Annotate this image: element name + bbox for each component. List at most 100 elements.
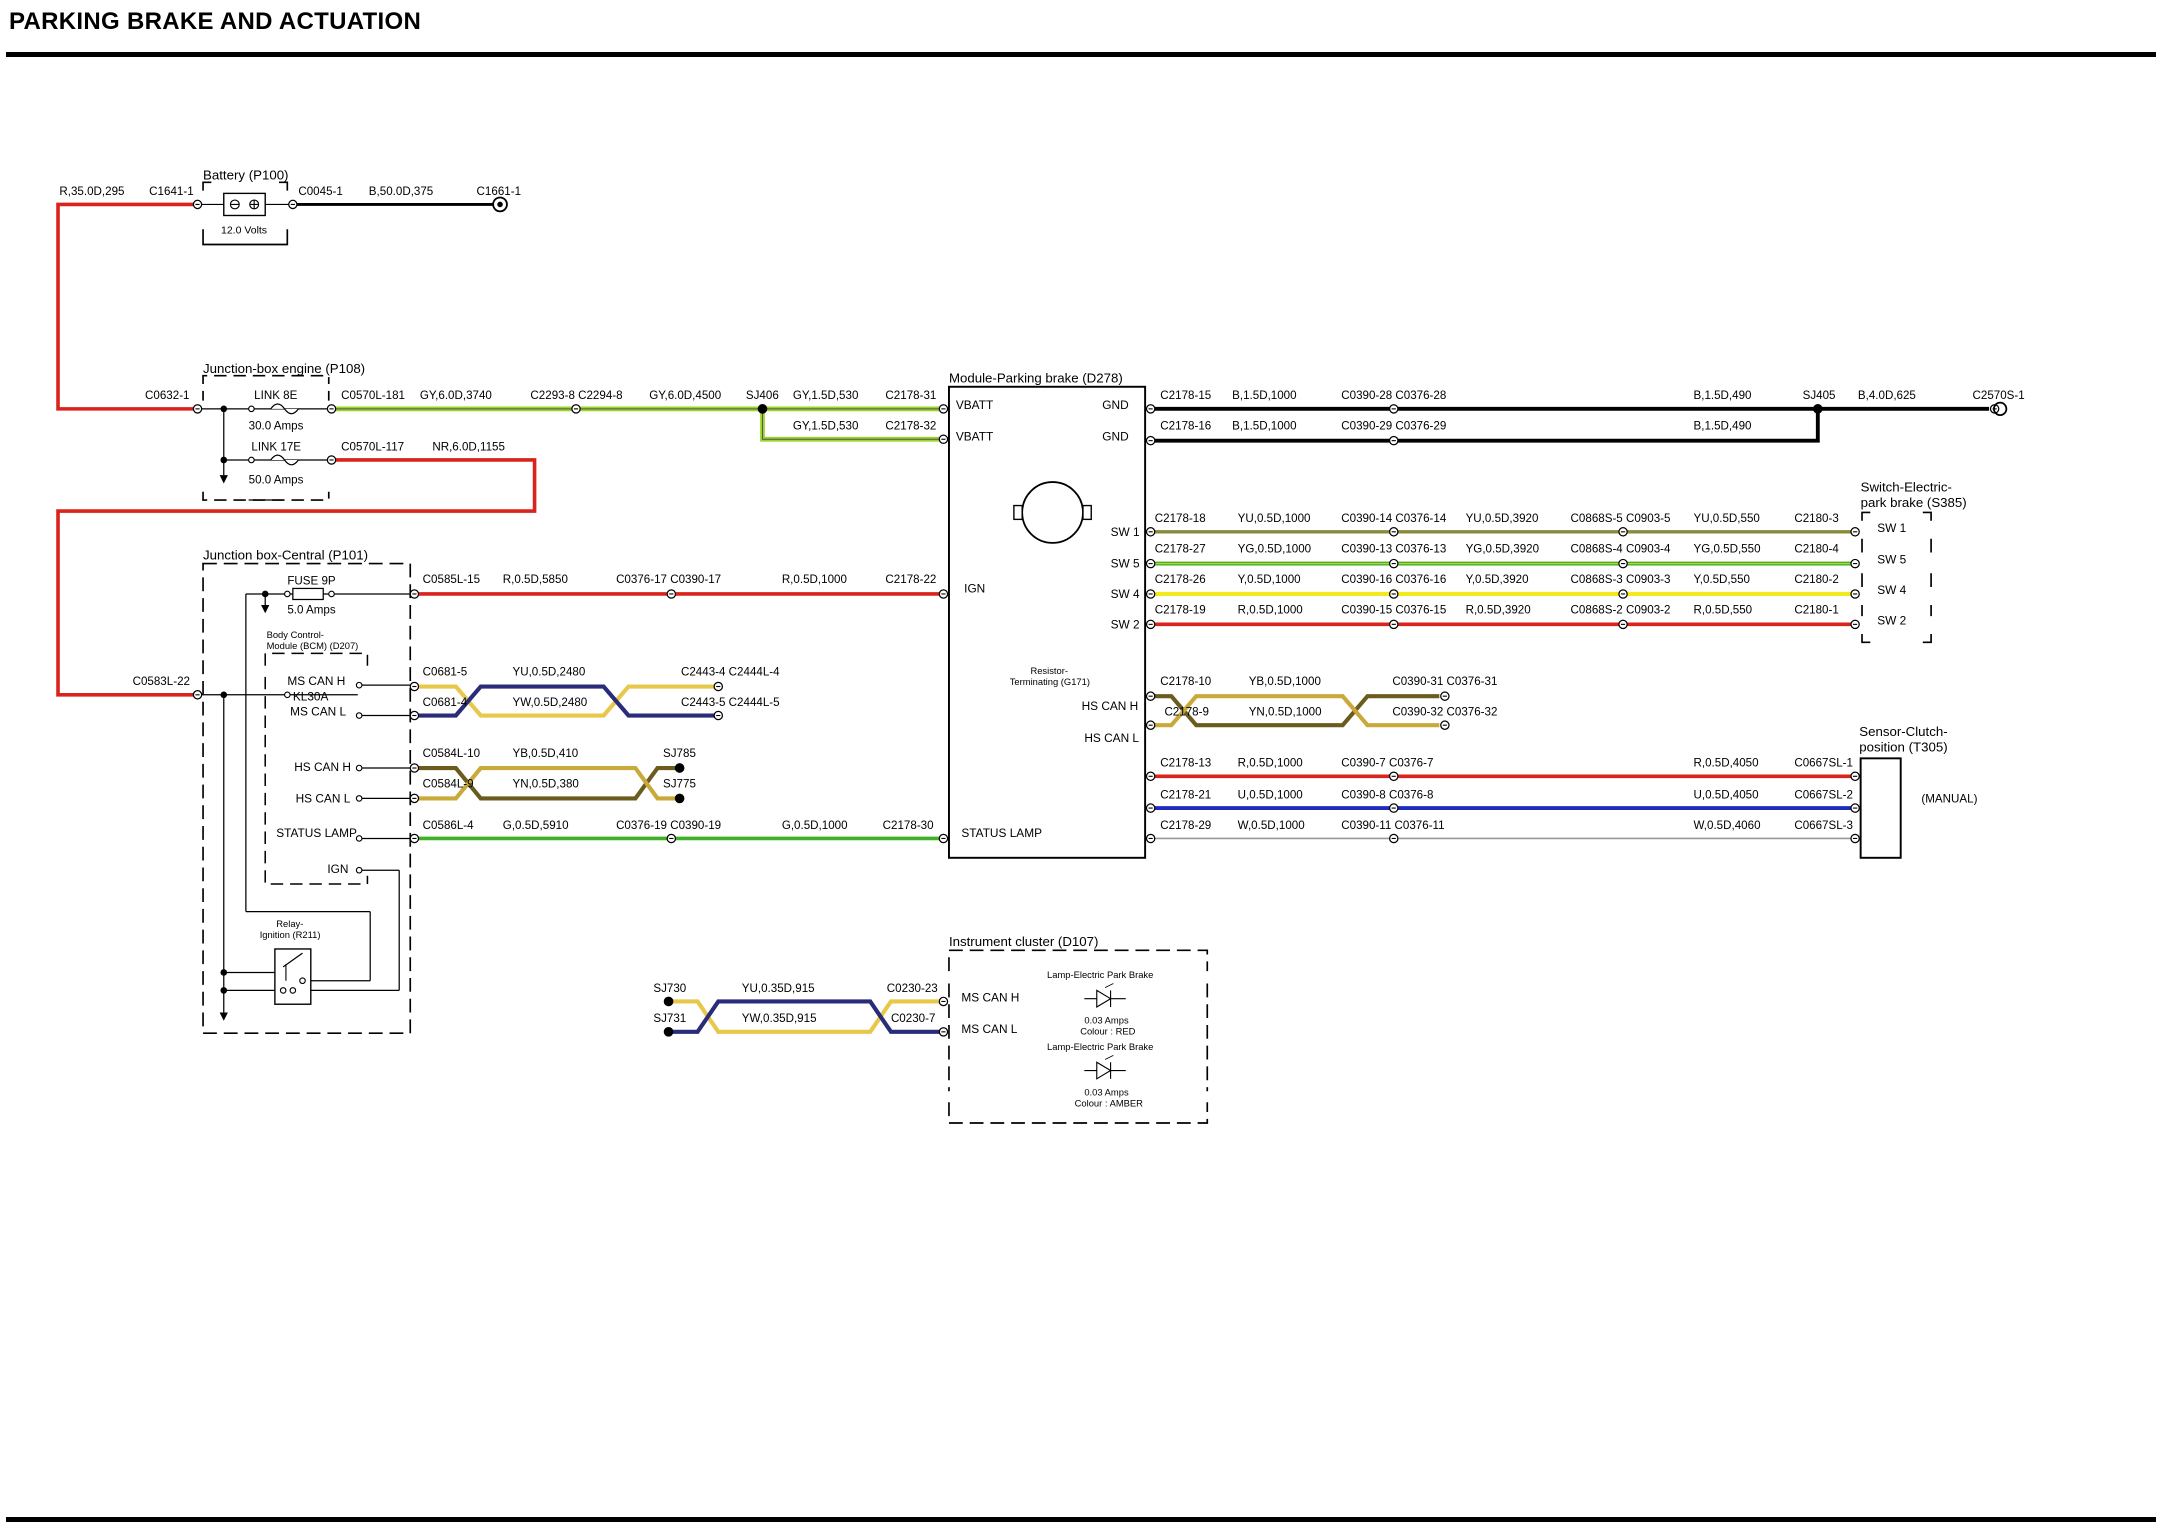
label-sj775: SJ775	[663, 777, 696, 790]
relay-ignition: Relay- Ignition (R211)	[260, 918, 320, 1005]
label-c2180-1: C2180-1	[1794, 603, 1838, 616]
wire-ms-can-twisted	[414, 684, 719, 718]
label-c0390-8: C0390-8 C0376-8	[1341, 788, 1433, 801]
module-pin-vbatt-2: VBATT	[956, 430, 993, 444]
label-c2178-32: C2178-32	[885, 420, 936, 433]
label-sj730: SJ730	[653, 982, 686, 995]
wire-cluster-can-twisted	[668, 999, 944, 1034]
title-rule	[6, 52, 2156, 57]
label-r05-1000c: R,0.5D,1000	[1238, 757, 1303, 770]
module-pin-gnd-1: GND	[1102, 398, 1128, 412]
lamp2-amps: 0.03 Amps	[1084, 1086, 1129, 1097]
label-c2178-18: C2178-18	[1155, 512, 1206, 525]
label-yu035-915: YU,0.35D,915	[742, 982, 815, 995]
page-title: PARKING BRAKE AND ACTUATION	[9, 8, 422, 35]
fuse-label: FUSE 9P	[287, 574, 336, 587]
label-c0667-2: C0667SL-2	[1794, 788, 1853, 801]
label-c2178-19: C2178-19	[1155, 603, 1206, 616]
label-c2443-5: C2443-5 C2444L-5	[681, 696, 780, 709]
label-c2180-2: C2180-2	[1794, 573, 1838, 586]
module-pin-status-lamp: STATUS LAMP	[961, 826, 1042, 840]
label-gy15-530a: GY,1.5D,530	[793, 389, 859, 402]
label-c0868-3: C0868S-3 C0903-3	[1571, 573, 1671, 586]
label-c0681-4: C0681-4	[423, 696, 468, 709]
label-c0390-14: C0390-14 C0376-14	[1341, 512, 1447, 525]
label-c2180-4: C2180-4	[1794, 543, 1839, 556]
label-c0632: C0632-1	[145, 389, 189, 402]
wire-gnd-2	[1150, 408, 1820, 443]
switch-pin-sw1: SW 1	[1877, 521, 1906, 535]
label-c0045: C0045-1	[298, 185, 342, 198]
cluster-name: Instrument cluster (D107)	[949, 934, 1098, 949]
bcm-pin-kl30a: KL30A	[293, 689, 329, 703]
label-c0230-7: C0230-7	[891, 1012, 935, 1025]
module-pin-sw2: SW 2	[1111, 618, 1140, 632]
label-c0390-11: C0390-11 C0376-11	[1341, 819, 1444, 832]
switch-electric-park-brake: Switch-Electric- park brake (S385) SW 1 …	[1861, 480, 1967, 644]
label-c2443-4: C2443-4 C2444L-4	[681, 665, 780, 678]
label-c0390-31: C0390-31 C0376-31	[1392, 675, 1497, 688]
module-pin-hs-can-l: HS CAN L	[1084, 731, 1139, 745]
lamp2-colour: Colour : AMBER	[1075, 1097, 1143, 1108]
label-r05-1000: R,0.5D,1000	[782, 573, 847, 586]
label-y05-550: Y,0.5D,550	[1693, 573, 1750, 586]
junction-box-engine: Junction-box engine (P108) LINK 8E 30.0 …	[197, 361, 365, 501]
label-c0570-117: C0570L-117	[341, 440, 404, 453]
label-b15-490b: B,1.5D,490	[1693, 420, 1751, 433]
switch-name-1: Switch-Electric-	[1861, 480, 1952, 495]
label-c2178-29: C2178-29	[1160, 819, 1211, 832]
motor-icon	[1013, 481, 1092, 544]
label-c0681-5: C0681-5	[423, 665, 467, 678]
label-c0390-32: C0390-32 C0376-32	[1392, 706, 1497, 719]
label-c0390-28: C0390-28 C0376-28	[1341, 389, 1446, 402]
label-c0390-16: C0390-16 C0376-16	[1341, 573, 1446, 586]
label-r05-5850: R,0.5D,5850	[503, 573, 568, 586]
relay-name-1: Relay-	[276, 918, 303, 929]
battery: Battery (P100) 12.0 Volts	[197, 168, 293, 246]
bcm-name-2: Module (BCM) (D207)	[267, 640, 359, 651]
sensor-note: (MANUAL)	[1921, 793, 1977, 806]
wire-battery-feed	[56, 202, 198, 411]
label-yu05-3920: YU,0.5D,3920	[1466, 512, 1539, 525]
label-c0868-4: C0868S-4 C0903-4	[1571, 543, 1671, 556]
label-c2178-13: C2178-13	[1160, 757, 1211, 770]
body-control-module: Body Control- Module (BCM) (D207) MS CAN…	[264, 629, 415, 885]
label-sj731: SJ731	[653, 1012, 686, 1025]
label-c0586: C0586L-4	[423, 819, 474, 832]
resistor-name-2: Terminating (G171)	[1010, 676, 1090, 687]
label-c0667-1: C0667SL-1	[1794, 757, 1853, 770]
module-parking-brake: Module-Parking brake (D278) VBATT VBATT …	[947, 371, 1147, 859]
link1-rating: 30.0 Amps	[249, 420, 304, 433]
module-pin-gnd-2: GND	[1102, 430, 1128, 444]
link2-label: LINK 17E	[251, 440, 301, 453]
label-gy6-4500: GY,6.0D,4500	[649, 389, 721, 402]
label-gy15-530b: GY,1.5D,530	[793, 420, 859, 433]
label-c0583: C0583L-22	[133, 675, 190, 688]
jb-central-name: Junction box-Central (P101)	[203, 547, 368, 562]
label-c0868-2: C0868S-2 C0903-2	[1571, 603, 1671, 616]
jb-engine-name: Junction-box engine (P108)	[203, 361, 365, 376]
label-u05-4050: U,0.5D,4050	[1693, 788, 1758, 801]
wire-hs-can-module-twisted	[1150, 694, 1440, 728]
label-y05-3920: Y,0.5D,3920	[1466, 573, 1529, 586]
module-pin-sw5: SW 5	[1111, 557, 1140, 571]
label-c2570: C2570S-1	[1973, 389, 2025, 402]
ground-terminal-icon	[1993, 401, 2008, 416]
module-name: Module-Parking brake (D278)	[949, 371, 1123, 386]
label-yn05-380: YN,0.5D,380	[512, 777, 578, 790]
sensor-clutch-position: Sensor-Clutch- position (T305) (MANUAL)	[1859, 724, 1978, 859]
label-w05-4060: W,0.5D,4060	[1693, 819, 1760, 832]
label-y05-1000: Y,0.5D,1000	[1238, 573, 1301, 586]
label-c2178-9: C2178-9	[1164, 706, 1208, 719]
label-c2178-22: C2178-22	[885, 573, 936, 586]
label-yb05-410: YB,0.5D,410	[512, 747, 578, 760]
bcm-pin-ms-can-h: MS CAN H	[287, 674, 345, 688]
label-c1641: C1641-1	[149, 185, 193, 198]
label-c2178-27: C2178-27	[1155, 543, 1206, 556]
bcm-pin-ign: IGN	[327, 862, 348, 876]
module-pin-sw4: SW 4	[1111, 587, 1140, 601]
label-r05-550: R,0.5D,550	[1693, 603, 1752, 616]
connector-markers	[192, 199, 2008, 1037]
sensor-name-2: position (T305)	[1859, 739, 1947, 754]
